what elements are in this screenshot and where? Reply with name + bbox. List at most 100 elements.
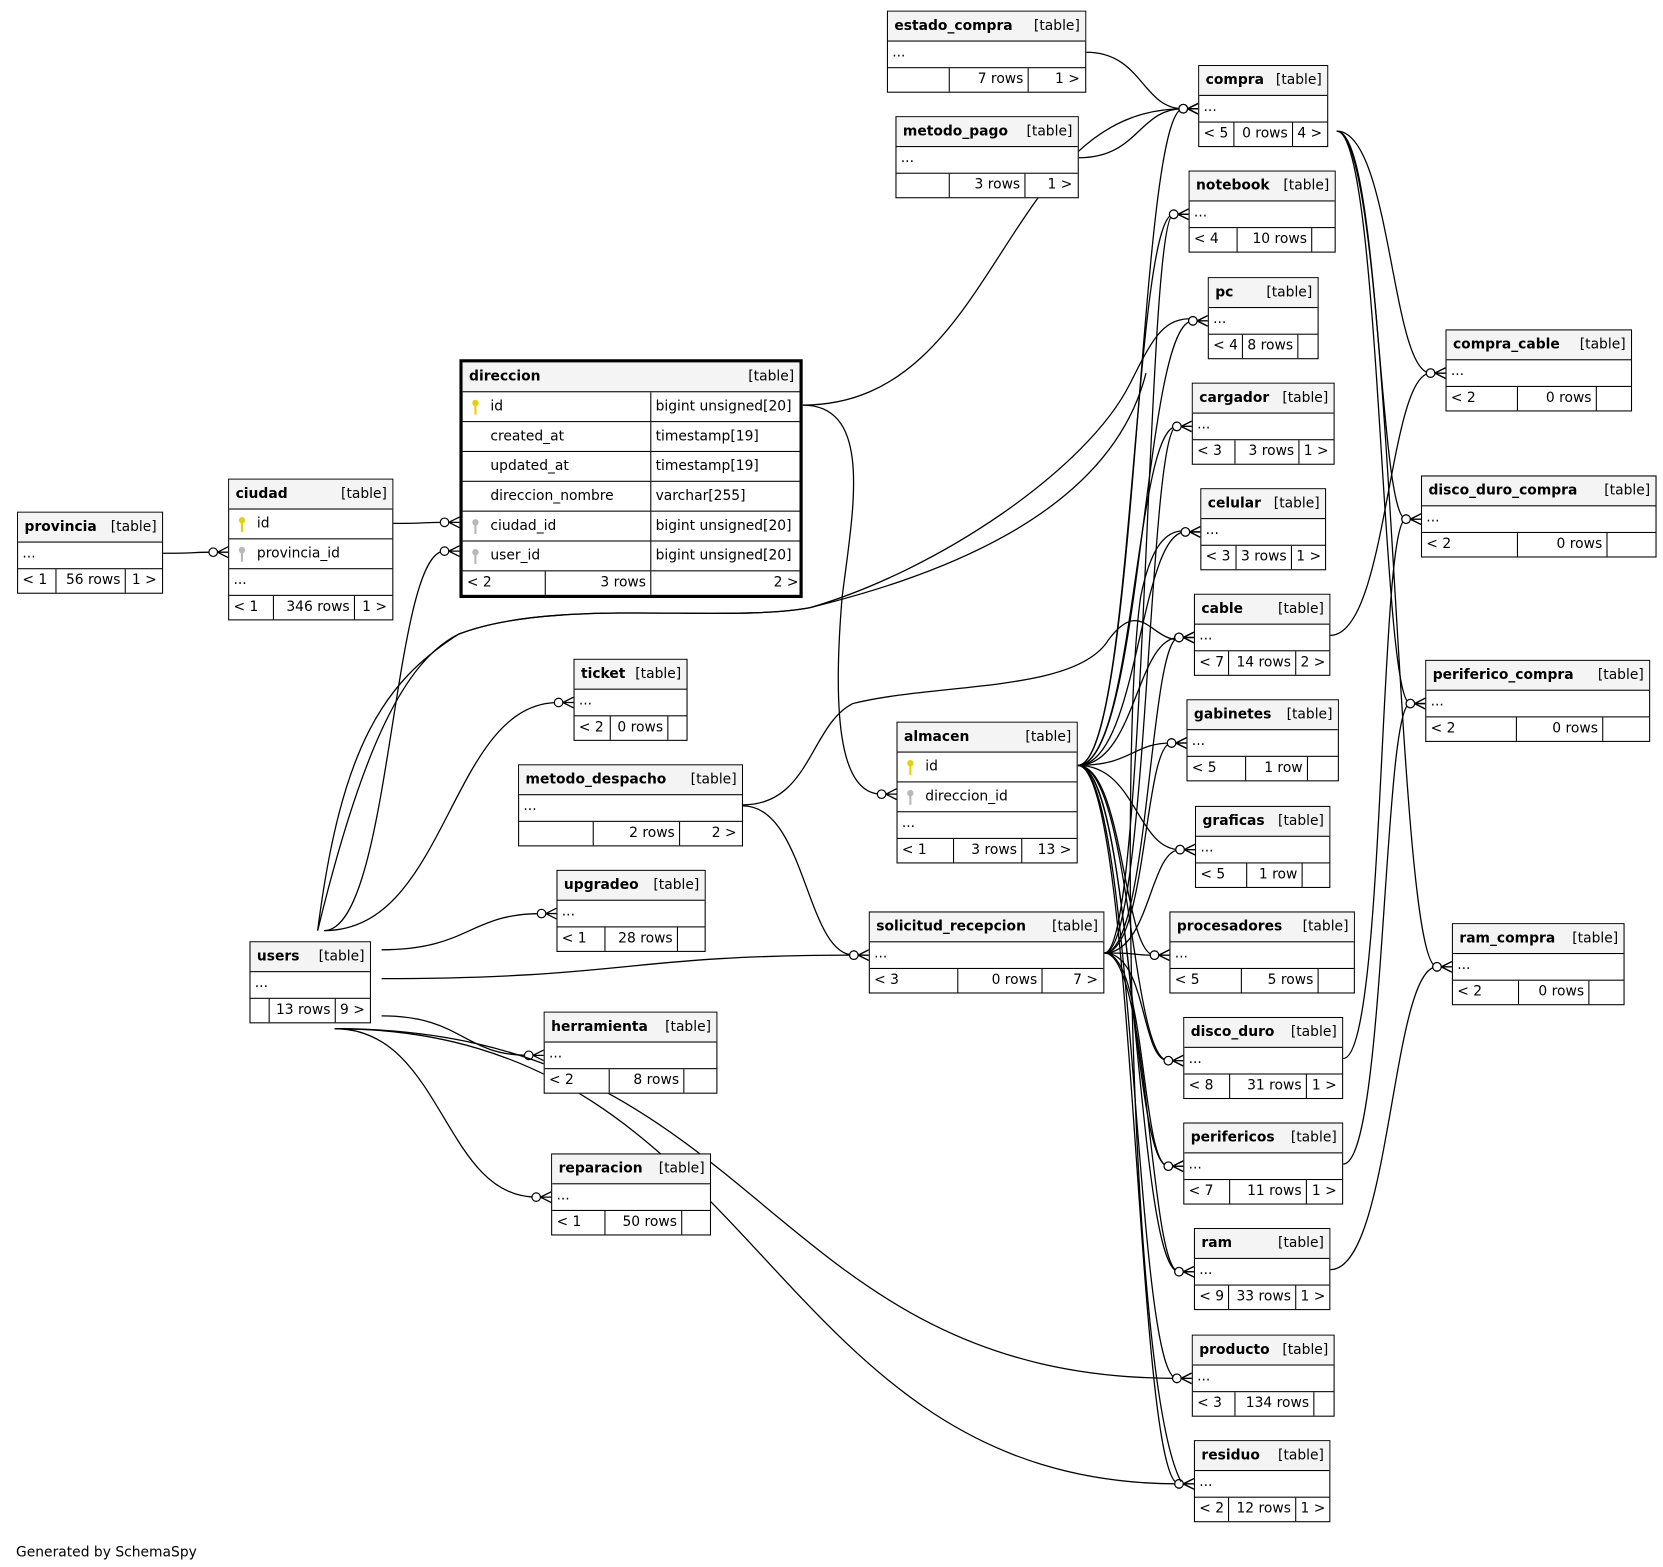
column-row[interactable]: direccion_id [897, 782, 1077, 813]
column-row[interactable]: id [897, 753, 1077, 783]
parents-count[interactable]: < 8 [1184, 1074, 1231, 1098]
parents-count[interactable] [251, 998, 270, 1023]
children-count[interactable]: 1 > [1055, 71, 1080, 88]
children-count[interactable] [682, 1211, 709, 1234]
parents-count[interactable]: < 7 [1195, 651, 1230, 675]
columns-ellipsis[interactable]: ... [1196, 837, 1330, 864]
children-count[interactable] [668, 716, 691, 739]
columns-ellipsis[interactable]: ... [557, 901, 705, 928]
children-count[interactable] [1308, 757, 1337, 780]
table-name[interactable]: ram [1201, 1235, 1233, 1252]
table-name[interactable]: compra [1205, 72, 1264, 89]
columns-ellipsis[interactable]: ... [519, 795, 742, 822]
table-name[interactable]: herramienta [551, 1019, 648, 1036]
table-name[interactable]: pc [1215, 284, 1234, 301]
table-name[interactable]: procesadores [1176, 918, 1283, 935]
table-header[interactable]: provincia[table] [18, 512, 163, 543]
table-name[interactable]: celular [1207, 495, 1261, 512]
parents-count[interactable]: < 5 [1199, 122, 1235, 147]
children-count[interactable]: 1 > [1300, 1288, 1326, 1305]
columns-ellipsis[interactable]: ... [1194, 1471, 1330, 1498]
table-name[interactable]: graficas [1202, 813, 1265, 830]
children-count[interactable]: 2 > [773, 574, 799, 591]
table-header[interactable]: estado_compra[table] [887, 11, 1086, 42]
table-header[interactable]: gabinetes[table] [1187, 700, 1338, 731]
children-count[interactable] [1314, 1392, 1337, 1415]
children-count[interactable]: 1 > [131, 572, 157, 589]
children-count[interactable] [684, 1069, 715, 1092]
children-count[interactable] [1319, 969, 1353, 992]
children-count[interactable]: 13 > [1037, 842, 1072, 859]
table-name[interactable]: disco_duro_compra [1428, 482, 1578, 499]
children-count[interactable] [1597, 387, 1630, 410]
parents-count[interactable]: < 5 [1196, 863, 1248, 887]
columns-ellipsis[interactable]: ... [1208, 308, 1318, 335]
table-name[interactable]: compra_cable [1452, 336, 1560, 353]
table-header[interactable]: metodo_pago[table] [896, 117, 1078, 148]
columns-ellipsis[interactable]: ... [1199, 96, 1328, 123]
children-count[interactable]: 1 > [1311, 1077, 1337, 1094]
parents-count[interactable]: < 2 [1453, 980, 1520, 1005]
table-header[interactable]: direccion[table] [462, 362, 800, 393]
parents-count[interactable]: < 1 [558, 927, 606, 951]
table-name[interactable]: cargador [1199, 390, 1270, 407]
children-count[interactable] [1603, 717, 1648, 740]
columns-ellipsis[interactable]: ... [1170, 942, 1354, 969]
columns-ellipsis[interactable]: ... [552, 1184, 710, 1211]
columns-ellipsis[interactable]: ... [896, 147, 1078, 174]
children-count[interactable]: 1 > [1047, 176, 1073, 193]
parents-count[interactable] [519, 821, 594, 846]
parents-count[interactable] [897, 173, 950, 198]
children-count[interactable]: 9 > [340, 1002, 365, 1019]
table-name[interactable]: users [256, 948, 300, 965]
parents-count[interactable] [888, 68, 950, 92]
table-header[interactable]: solicitud_recepcion[table] [869, 912, 1104, 943]
parents-count[interactable]: < 1 [552, 1210, 606, 1235]
table-name[interactable]: residuo [1201, 1447, 1260, 1464]
parents-count[interactable]: < 2 [1195, 1497, 1230, 1522]
table-header[interactable]: reparacion[table] [552, 1154, 710, 1185]
table-name[interactable]: notebook [1196, 178, 1270, 195]
columns-ellipsis[interactable]: ... [1452, 954, 1624, 981]
table-header[interactable]: notebook[table] [1189, 171, 1335, 202]
parents-count[interactable]: < 5 [1170, 968, 1242, 993]
table-header[interactable]: cable[table] [1194, 594, 1330, 625]
columns-ellipsis[interactable]: ... [1194, 625, 1330, 652]
table-name[interactable]: ciudad [235, 486, 288, 503]
table-name[interactable]: estado_compra [894, 18, 1013, 35]
columns-ellipsis[interactable]: ... [1201, 519, 1326, 546]
table-name[interactable]: direccion [469, 368, 541, 385]
table-header[interactable]: perifericos[table] [1184, 1123, 1343, 1154]
table-header[interactable]: producto[table] [1192, 1335, 1334, 1366]
children-count[interactable] [1589, 981, 1622, 1004]
columns-ellipsis[interactable]: ... [1446, 360, 1631, 387]
parents-count[interactable]: < 2 [1426, 717, 1517, 741]
columns-ellipsis[interactable]: ... [250, 972, 370, 999]
parents-count[interactable]: < 5 [1188, 756, 1247, 781]
children-count[interactable] [1608, 533, 1655, 556]
columns-ellipsis[interactable]: ... [1422, 506, 1656, 533]
table-header[interactable]: periferico_compra[table] [1426, 660, 1650, 691]
table-name[interactable]: periferico_compra [1432, 667, 1574, 684]
table-header[interactable]: disco_duro_compra[table] [1422, 476, 1656, 507]
